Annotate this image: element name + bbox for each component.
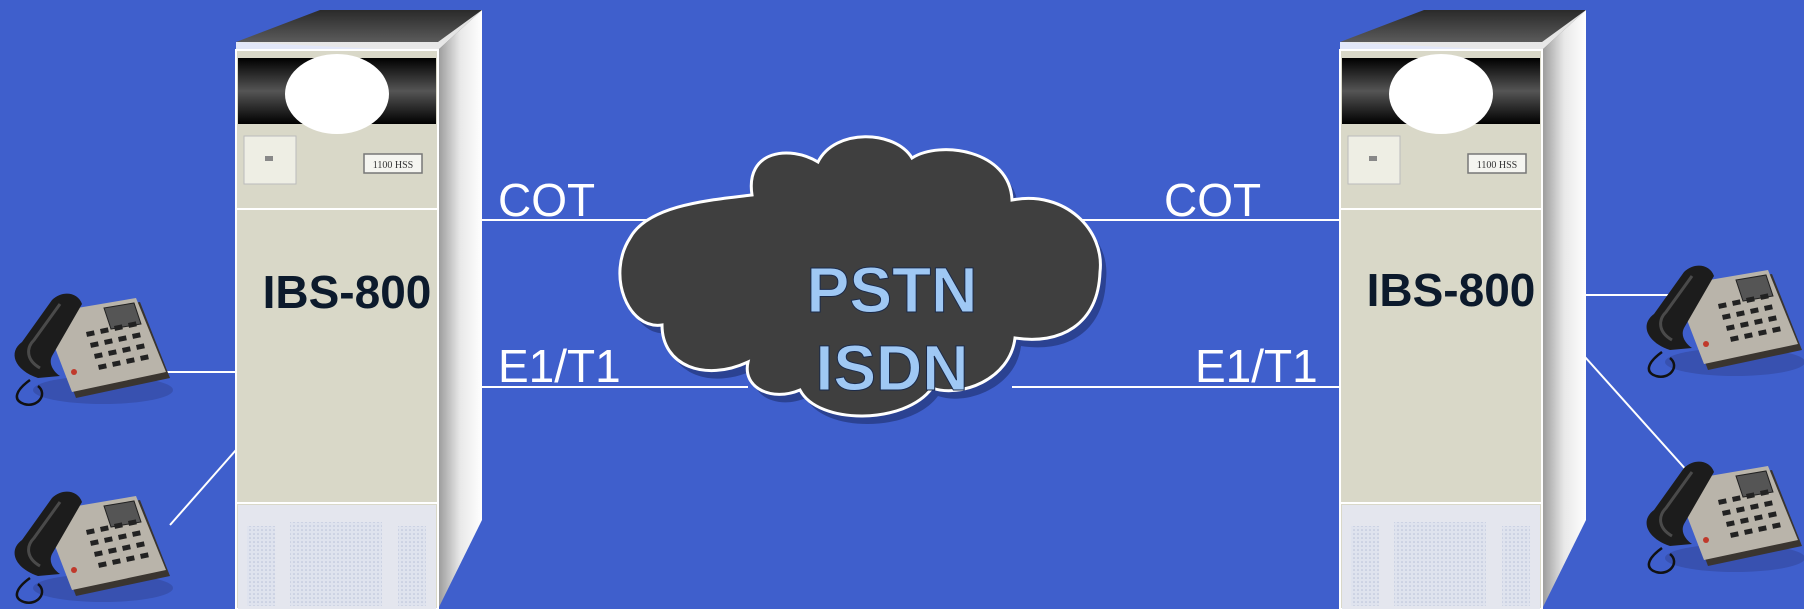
- desk-phone-icon: [13, 490, 175, 605]
- right-e1t1-label: E1/T1: [1195, 340, 1318, 392]
- right-cot-label: COT: [1164, 174, 1261, 226]
- left-cabinet-tag: [363, 153, 423, 174]
- left-cabinet-logo-blob: [285, 54, 389, 134]
- network-label-line1: PSTN: [807, 254, 978, 326]
- network-label-line2: ISDN: [816, 332, 969, 404]
- right-pbx-cabinet: 1100 HSS IBS-800: [1339, 10, 1586, 609]
- pstn-isdn-cloud: PSTN ISDN: [618, 135, 1107, 425]
- right-cabinet-tag: [1467, 153, 1527, 174]
- right-cabinet-logo-blob: [1389, 54, 1493, 134]
- left-cabinet-tag-text: 1100 HSS: [373, 160, 413, 171]
- desk-phone-icon: [1645, 460, 1804, 575]
- right-system-model: IBS-800: [1367, 264, 1536, 316]
- desk-phone-icon: [13, 292, 175, 407]
- left-phone-line-bottom: [169, 449, 237, 526]
- left-pbx-cabinet: 1100 HSS IBS-800: [235, 10, 482, 609]
- left-system-model: IBS-800: [263, 266, 432, 318]
- right-cabinet-tag-text: 1100 HSS: [1477, 160, 1517, 171]
- left-e1t1-label: E1/T1: [498, 340, 621, 392]
- left-cot-label: COT: [498, 174, 595, 226]
- desk-phone-icon: [1645, 264, 1804, 379]
